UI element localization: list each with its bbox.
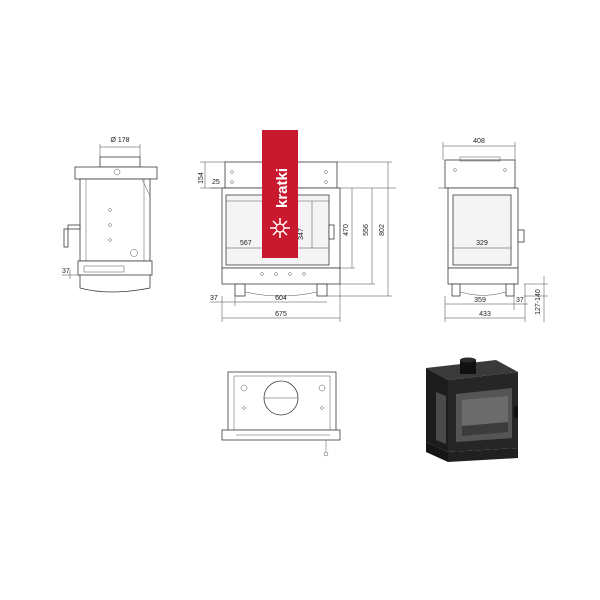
logo-wordmark: kratki bbox=[274, 168, 291, 208]
render-base-left bbox=[426, 442, 448, 462]
side-top-plate bbox=[74, 166, 158, 180]
right-view: 408 329 359 37 433 127-140 bbox=[438, 138, 548, 322]
front-side-offset-label: 37 bbox=[210, 295, 218, 302]
front-top-hole-4 bbox=[324, 180, 328, 184]
top-view-hole-3 bbox=[242, 406, 246, 410]
side-hole-2 bbox=[108, 223, 112, 227]
front-base-hole-1 bbox=[260, 272, 264, 276]
right-leg-right bbox=[505, 283, 515, 297]
kratki-logo: kratki bbox=[262, 130, 298, 258]
front-total-width-label: 675 bbox=[275, 311, 287, 318]
front-top-label: 154 bbox=[198, 172, 205, 184]
right-door-handle bbox=[517, 229, 525, 243]
front-glass-width-label: 567 bbox=[240, 240, 252, 247]
top-view bbox=[221, 371, 341, 457]
front-leg-curve bbox=[244, 291, 318, 297]
side-flue-label: Ø 178 bbox=[110, 137, 129, 144]
right-glass-width-label: 329 bbox=[476, 240, 488, 247]
front-door-handle bbox=[328, 224, 335, 240]
render-base-front bbox=[448, 448, 518, 462]
front-base-hole-2 bbox=[274, 272, 278, 276]
right-leg-height-label: 127-140 bbox=[535, 289, 542, 315]
right-total-depth-label: 433 bbox=[479, 311, 491, 318]
right-base bbox=[447, 267, 519, 285]
right-leg-left bbox=[451, 283, 461, 297]
side-flue-collar bbox=[99, 156, 141, 168]
front-top-hole-1 bbox=[230, 170, 234, 174]
front-gap-label: 25 bbox=[212, 179, 220, 186]
side-handle-grip bbox=[63, 228, 69, 248]
side-handle-bar bbox=[67, 224, 81, 230]
side-view: Ø 178 37 bbox=[62, 137, 158, 293]
front-body-height-label: 556 bbox=[363, 224, 370, 236]
right-top-hole-1 bbox=[453, 168, 457, 172]
front-leg-right bbox=[316, 283, 328, 297]
right-base-width-label: 359 bbox=[474, 297, 486, 304]
front-base-hole-4 bbox=[302, 272, 306, 276]
front-top-hole-3 bbox=[324, 170, 328, 174]
side-hole-3 bbox=[108, 238, 112, 242]
side-bolt bbox=[113, 168, 121, 176]
front-base-strip bbox=[221, 267, 341, 285]
side-offset-label: 37 bbox=[62, 268, 70, 275]
right-side-offset-label: 37 bbox=[516, 297, 524, 304]
side-legs bbox=[79, 275, 151, 293]
front-total-height-label: 802 bbox=[379, 224, 386, 236]
front-base-width-label: 604 bbox=[275, 295, 287, 302]
front-base-hole-3 bbox=[288, 272, 292, 276]
right-glass bbox=[452, 194, 512, 266]
top-view-hole-4 bbox=[320, 406, 324, 410]
top-view-hole-1 bbox=[240, 384, 248, 392]
front-leg-left bbox=[234, 283, 246, 297]
right-top-block bbox=[444, 159, 516, 189]
side-air-knob bbox=[130, 249, 138, 257]
render-firebox-floor bbox=[462, 422, 508, 436]
top-view-hole-2 bbox=[318, 384, 326, 392]
stove-render bbox=[426, 357, 518, 462]
front-glass-height-label: 347 bbox=[298, 228, 305, 240]
render-flue-top bbox=[460, 357, 476, 363]
logo-star-icon bbox=[270, 218, 290, 238]
top-view-handle-knob bbox=[323, 451, 329, 457]
side-ash-tray bbox=[83, 265, 125, 273]
render-flue bbox=[460, 360, 476, 374]
render-handle bbox=[514, 406, 518, 418]
right-leg-curve bbox=[459, 291, 507, 296]
side-body bbox=[79, 178, 151, 262]
side-base bbox=[77, 260, 153, 276]
side-hole-1 bbox=[108, 208, 112, 212]
right-top-hole-2 bbox=[503, 168, 507, 172]
side-angled-plate bbox=[141, 178, 151, 197]
right-top-width-label: 408 bbox=[473, 138, 485, 145]
front-top-hole-2 bbox=[230, 180, 234, 184]
right-flue-stub bbox=[459, 156, 501, 162]
front-door-height-label: 470 bbox=[343, 224, 350, 236]
render-side-glass bbox=[436, 392, 446, 444]
